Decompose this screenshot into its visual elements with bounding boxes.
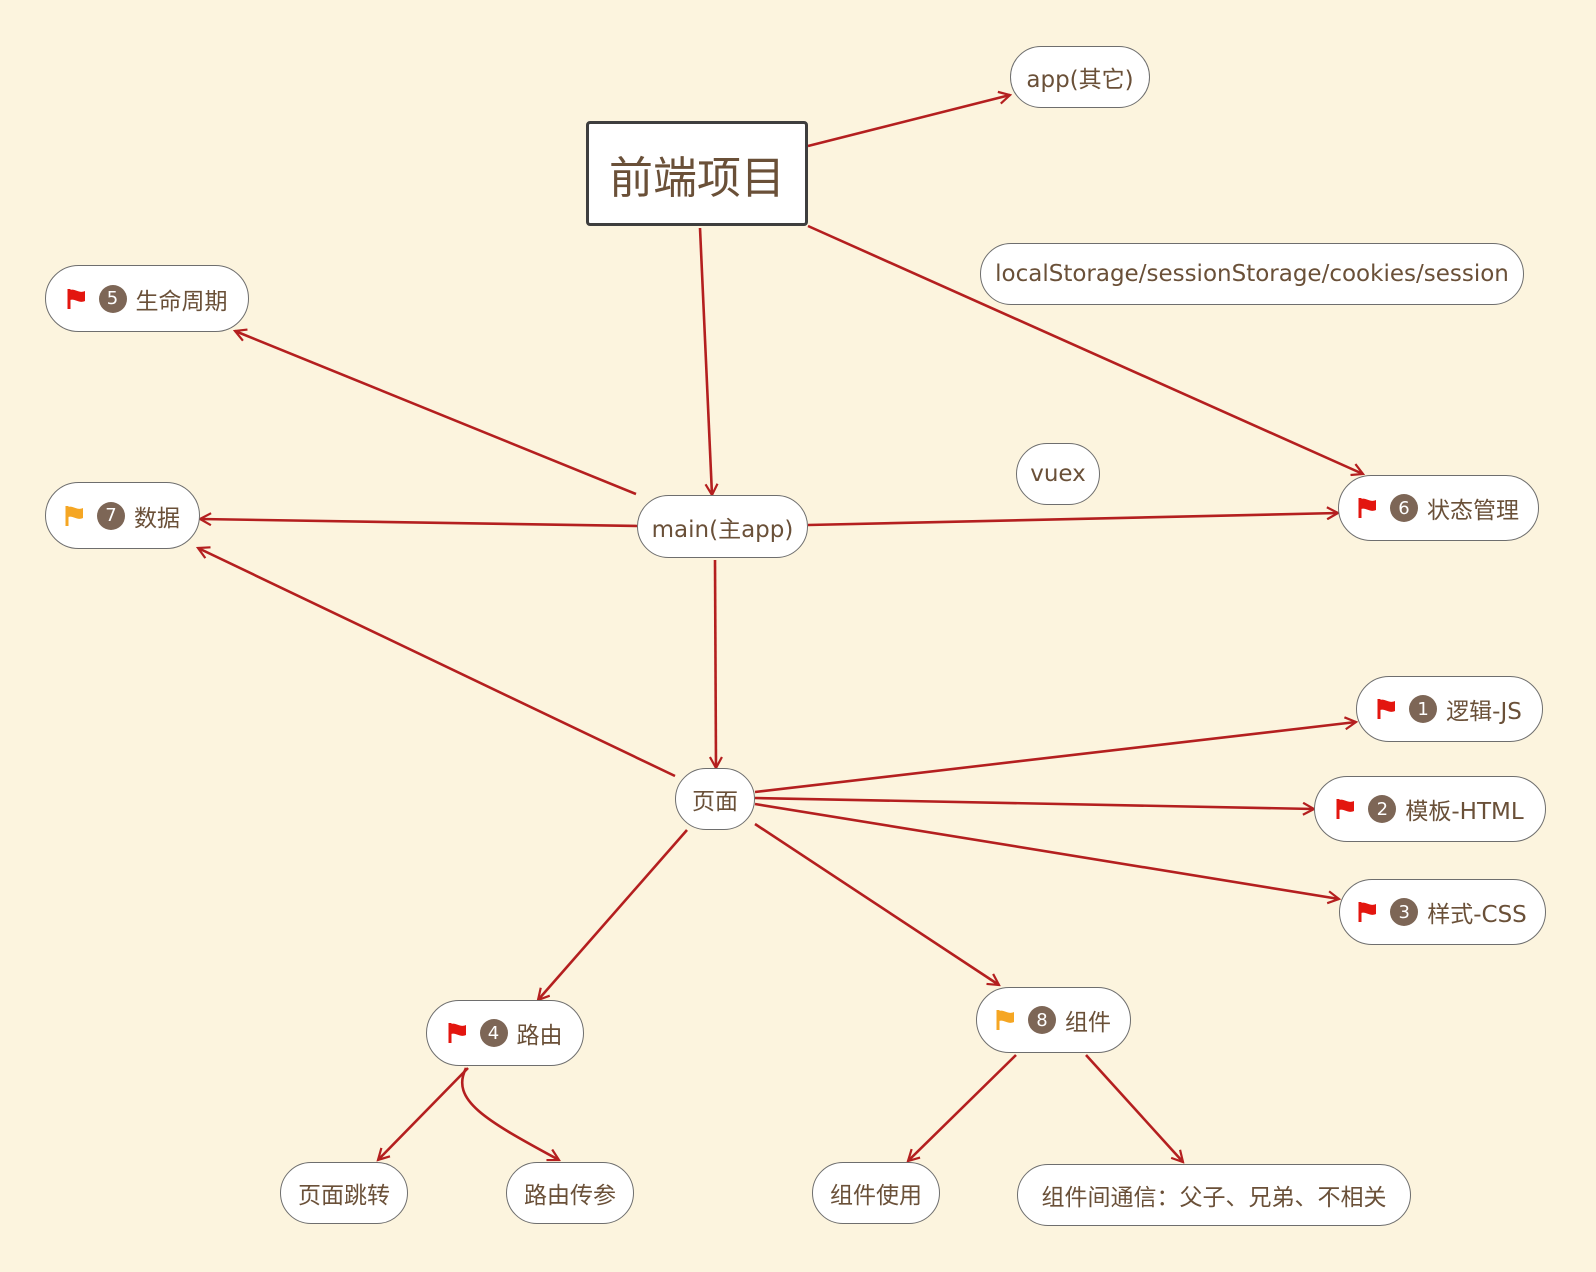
red-flag-icon [67, 288, 85, 309]
root-node[interactable]: 前端项目 [586, 121, 808, 226]
node-lifecycle-badge: 5 [98, 284, 127, 313]
edge-page-component [754, 822, 999, 985]
node-main-label: main(主app) [651, 516, 794, 543]
edge-page-template [754, 796, 1314, 809]
node-router-label: 路由 [516, 1023, 563, 1049]
node-data-label: 数据 [134, 505, 180, 532]
node-vuex-label: vuex [1030, 461, 1086, 487]
node-style-badge: 3 [1390, 898, 1419, 926]
node-lifecycle[interactable]: 5 生命周期 [45, 265, 249, 332]
node-state-badge: 6 [1390, 494, 1418, 522]
node-component-use[interactable]: 组件使用 [812, 1162, 940, 1224]
node-template-label: 模板-HTML [1405, 799, 1524, 825]
node-vuex[interactable]: vuex [1016, 443, 1100, 505]
node-router[interactable]: 4 路由 [426, 1000, 584, 1066]
node-template-badge: 2 [1368, 795, 1397, 823]
red-flag-icon [1358, 498, 1376, 518]
node-app-other-label: app(其它) [1026, 67, 1134, 93]
node-template[interactable]: 2 模板-HTML [1314, 776, 1546, 842]
edge-component-comm [1085, 1054, 1183, 1162]
edge-root-state [807, 224, 1363, 474]
node-page-jump-label: 页面跳转 [298, 1183, 390, 1209]
red-flag-icon [1358, 902, 1377, 922]
node-storage-label: localStorage/sessionStorage/cookies/sess… [995, 261, 1509, 287]
edge-page-style [754, 802, 1339, 899]
node-lifecycle-label: 生命周期 [135, 288, 228, 315]
edge-main-page [715, 559, 716, 768]
red-flag-icon [1336, 799, 1355, 819]
node-component[interactable]: 8 组件 [976, 987, 1131, 1053]
root-node-label: 前端项目 [609, 152, 785, 204]
node-logic[interactable]: 1 逻辑-JS [1356, 676, 1543, 742]
node-component-comm[interactable]: 组件间通信：父子、兄弟、不相关 [1017, 1164, 1411, 1226]
edge-router-route-params [460, 1067, 559, 1160]
node-data-badge: 7 [97, 501, 125, 530]
node-route-params-label: 路由传参 [524, 1183, 616, 1209]
edge-component-use [908, 1054, 1017, 1161]
node-data[interactable]: 7 数据 [45, 482, 200, 549]
node-app-other[interactable]: app(其它) [1010, 46, 1150, 108]
edge-page-data [198, 548, 676, 778]
edge-main-state [807, 513, 1338, 527]
node-storage[interactable]: localStorage/sessionStorage/cookies/sess… [980, 243, 1524, 305]
node-state-label: 状态管理 [1427, 498, 1519, 524]
node-component-use-label: 组件使用 [830, 1183, 922, 1209]
node-component-comm-label: 组件间通信：父子、兄弟、不相关 [1041, 1185, 1387, 1211]
node-page-jump[interactable]: 页面跳转 [280, 1162, 408, 1224]
edge-main-data [200, 519, 638, 528]
node-main[interactable]: main(主app) [637, 495, 808, 558]
orange-flag-icon [996, 1010, 1014, 1030]
edge-main-lifecycle [235, 331, 637, 496]
edge-page-router [538, 829, 688, 1000]
edge-root-main [698, 227, 712, 495]
edge-root-app-other [807, 95, 1010, 148]
node-component-label: 组件 [1065, 1010, 1111, 1036]
node-component-badge: 8 [1028, 1006, 1056, 1034]
edge-page-logic [754, 722, 1356, 794]
red-flag-icon [1377, 699, 1396, 719]
node-style[interactable]: 3 样式-CSS [1339, 879, 1546, 945]
node-router-badge: 4 [479, 1019, 508, 1047]
node-page-label: 页面 [692, 789, 738, 815]
edge-router-page-jump [378, 1067, 469, 1160]
node-style-label: 样式-CSS [1427, 902, 1527, 928]
orange-flag-icon [65, 505, 83, 526]
node-page[interactable]: 页面 [675, 768, 755, 830]
node-logic-badge: 1 [1409, 695, 1438, 723]
node-logic-label: 逻辑-JS [1446, 699, 1522, 725]
node-state[interactable]: 6 状态管理 [1338, 475, 1539, 541]
node-route-params[interactable]: 路由传参 [506, 1162, 634, 1224]
red-flag-icon [448, 1023, 466, 1043]
